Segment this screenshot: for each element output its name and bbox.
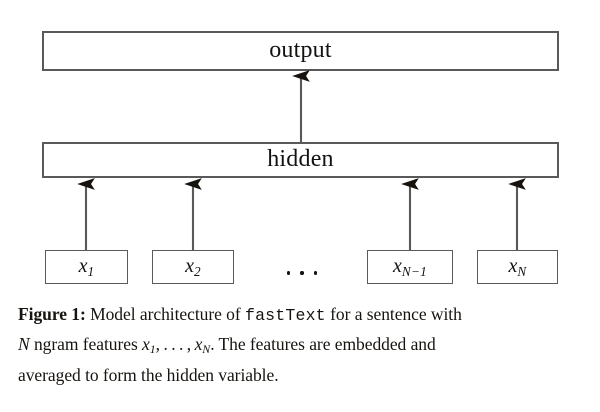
- input-node-x2: x2: [152, 250, 234, 284]
- input-label-xn-minus-1: xN−1: [392, 255, 428, 279]
- input-node-xn-minus-1: xN−1: [367, 250, 453, 284]
- caption-line-2-text-a: ngram features: [29, 334, 143, 354]
- output-layer-label: output: [269, 37, 332, 63]
- caption-line-2: N ngram features x1, . . . , xN. The fea…: [18, 330, 580, 361]
- figure-caption: Figure 1: Model architecture of fastText…: [18, 300, 580, 390]
- model-architecture-diagram: output hidden x1 x2 xN−1 xN: [42, 31, 559, 284]
- caption-math-x1: x1: [142, 334, 156, 357]
- ellipsis-dot-2: [300, 271, 304, 275]
- output-layer-box: output: [42, 31, 559, 71]
- input-label-x1: x1: [78, 255, 95, 279]
- caption-figure-number: Figure 1:: [18, 304, 86, 324]
- ellipsis-dots: [278, 250, 326, 284]
- input-label-x2: x2: [185, 255, 201, 279]
- ellipsis-dot-3: [313, 271, 318, 275]
- input-label-xn: xN: [508, 255, 527, 279]
- caption-math-xn: xN: [194, 334, 211, 357]
- caption-line-1-text-a: Model architecture of: [85, 304, 245, 324]
- hidden-layer-box: hidden: [42, 142, 559, 178]
- ellipsis-dot-1: [286, 271, 291, 275]
- caption-math-N: N: [18, 334, 30, 354]
- hidden-layer-label: hidden: [267, 146, 334, 172]
- caption-line-3: averaged to form the hidden variable.: [18, 365, 279, 385]
- caption-line-1-text-b: for a sentence with: [325, 304, 462, 324]
- caption-math-ellipsis: , . . . ,: [155, 334, 195, 354]
- caption-fasttext-mono: fastText: [244, 306, 326, 325]
- input-node-x1: x1: [45, 250, 128, 284]
- caption-line-2-text-b: . The features are embedded and: [210, 334, 436, 354]
- input-node-xn: xN: [477, 250, 558, 284]
- caption-line-1: Figure 1: Model architecture of fastText…: [18, 300, 580, 330]
